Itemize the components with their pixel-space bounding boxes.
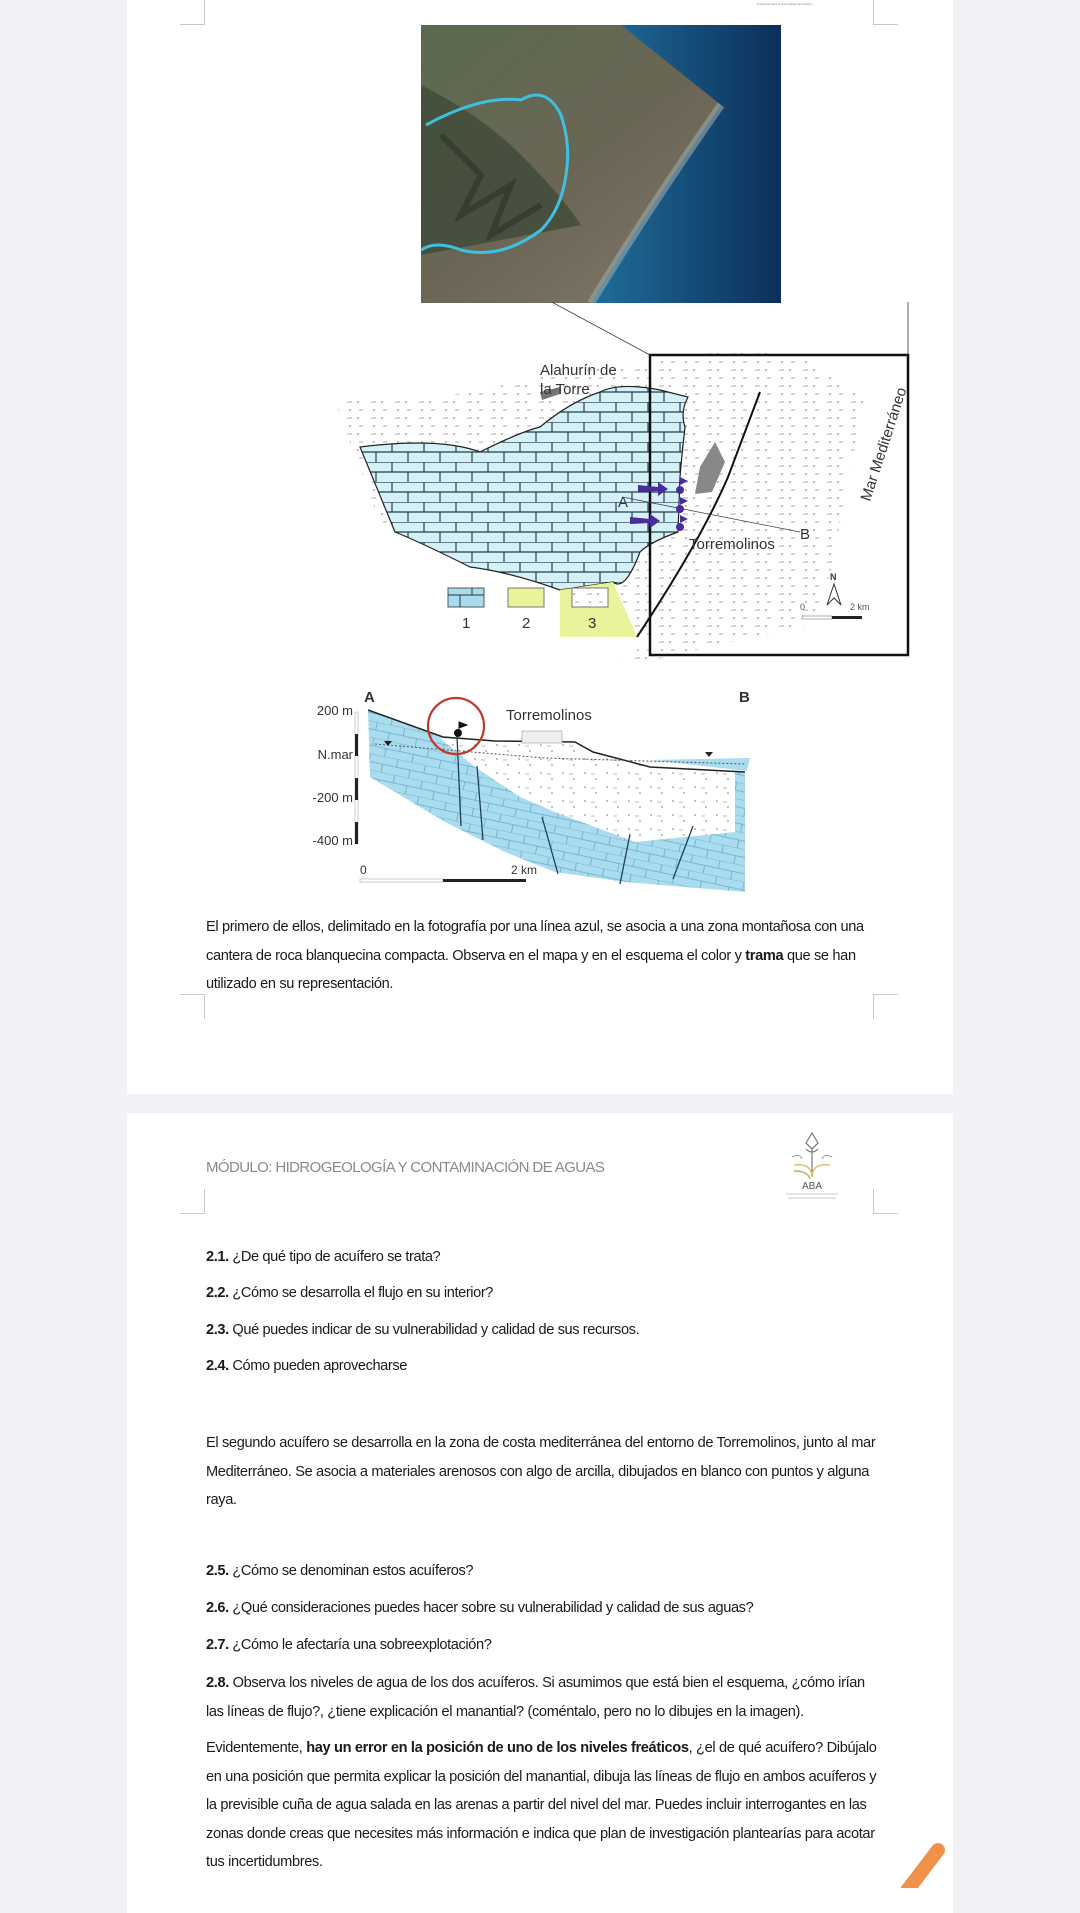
section-label-town: Torremolinos: [506, 707, 592, 724]
question-2-5: 2.5. ¿Cómo se denominan estos acuíferos?: [206, 1563, 474, 1579]
paragraph-bold: hay un error en la posición de uno de lo…: [306, 1740, 689, 1756]
north-label: N: [830, 572, 837, 582]
margin-corner: [873, 994, 898, 1019]
document-page-1: Programa para el Aprendizaje Aprobación: [127, 0, 953, 1094]
scale-end: 2 km: [850, 602, 870, 612]
question-text: ¿De qué tipo de acuífero se trata?: [228, 1249, 441, 1265]
header-small-text: Programa para el Aprendizaje Aprobación: [757, 2, 813, 6]
question-text: Observa los niveles de agua de los dos a…: [206, 1675, 865, 1720]
map-label-alahurin: Alahurín de: [540, 362, 617, 379]
cross-section: A B Torremolinos 200 m N.mar -200 m -400…: [313, 689, 750, 892]
legend-3: 3: [588, 615, 596, 632]
question-number: 2.8.: [206, 1675, 229, 1691]
map-label-alahurin: la Torre: [540, 381, 590, 398]
spring-arrows: [630, 477, 688, 531]
logo-text: ABA: [802, 1181, 822, 1192]
paragraph-text: Evidentemente,: [206, 1740, 307, 1756]
depth-label: 200 m: [317, 703, 353, 718]
margin-corner: [873, 1189, 898, 1214]
question-text: ¿Cómo le afectaría una sobreexplotación?: [228, 1637, 492, 1653]
scale-end: 2 km: [511, 863, 537, 877]
question-number: 2.6.: [206, 1600, 229, 1616]
question-number: 2.4.: [206, 1358, 229, 1374]
document-page-2: MÓDULO: HIDROGEOLOGÍA Y CONTAMINACIÓN DE…: [127, 1113, 953, 1913]
question-number: 2.2.: [206, 1285, 229, 1301]
margin-corner: [873, 0, 898, 25]
map-legend: 1 2 3: [447, 587, 609, 632]
pen-annotation-stroke: [900, 1843, 945, 1888]
paragraph-final-task: Evidentemente, hay un error en la posici…: [206, 1734, 886, 1877]
depth-label: -400 m: [313, 833, 353, 848]
question-text: Cómo pueden aprovecharse: [228, 1358, 407, 1374]
question-number: 2.1.: [206, 1249, 229, 1265]
question-2-8: 2.8. Observa los niveles de agua de los …: [206, 1669, 886, 1726]
spring-highlight-circle: [426, 696, 486, 756]
limestone-area: [359, 385, 689, 591]
question-text: ¿Cómo se denominan estos acuíferos?: [228, 1563, 474, 1579]
aquifer-boundary-line: [421, 93, 570, 254]
depth-label: -200 m: [313, 790, 353, 805]
scale-start: 0: [360, 863, 367, 877]
legend-2: 2: [522, 615, 530, 632]
margin-corner: [180, 994, 205, 1019]
question-2-6: 2.6. ¿Qué consideraciones puedes hacer s…: [206, 1600, 754, 1616]
question-2-1: 2.1. ¿De qué tipo de acuífero se trata?: [206, 1249, 441, 1265]
map-label-b: B: [800, 526, 810, 543]
legend-1: 1: [462, 615, 470, 632]
aba-logo: ABA: [786, 1131, 838, 1199]
question-number: 2.3.: [206, 1322, 229, 1338]
paragraph-text: El primero de ellos, delimitado en la fo…: [206, 919, 864, 964]
section-label-b: B: [739, 689, 750, 706]
paragraph-text: que se han utilizado en su representació…: [206, 947, 856, 993]
paragraph-bold: trama: [745, 947, 784, 964]
map-label-a: A: [618, 494, 628, 511]
question-2-7: 2.7. ¿Cómo le afectaría una sobreexplota…: [206, 1637, 492, 1653]
question-number: 2.7.: [206, 1637, 229, 1653]
question-text: Qué puedes indicar de su vulnerabilidad …: [228, 1322, 640, 1338]
satellite-photo: [421, 25, 781, 303]
section-label-a: A: [364, 689, 375, 706]
north-arrow-icon: [826, 582, 842, 606]
margin-corner: [180, 0, 205, 25]
module-header: MÓDULO: HIDROGEOLOGÍA Y CONTAMINACIÓN DE…: [206, 1159, 605, 1176]
scale-start: 0: [800, 602, 805, 612]
question-text: ¿Cómo se desarrolla el flujo en su inter…: [228, 1285, 494, 1301]
question-2-3: 2.3. Qué puedes indicar de su vulnerabil…: [206, 1322, 640, 1338]
map-label-torremolinos: Torremolinos: [689, 536, 775, 553]
depth-label: N.mar: [318, 747, 354, 762]
geological-map: Alahurín de la Torre Torremolinos A B Ma…: [335, 302, 911, 662]
paragraph-text: , ¿el de qué acuífero? Dibújalo en una p…: [206, 1740, 877, 1870]
paragraph-second-aquifer: El segundo acuífero se desarrolla en la …: [206, 1435, 876, 1508]
question-text: ¿Qué consideraciones puedes hacer sobre …: [228, 1600, 754, 1616]
margin-corner: [180, 1189, 205, 1214]
question-number: 2.5.: [206, 1563, 229, 1579]
paragraph-first-aquifer: El primero de ellos, delimitado en la fo…: [206, 913, 886, 999]
question-2-2: 2.2. ¿Cómo se desarrolla el flujo en su …: [206, 1285, 493, 1301]
map-label-sea: Mar Mediterráneo: [858, 385, 911, 503]
question-2-4: 2.4. Cómo pueden aprovecharse: [206, 1358, 407, 1374]
